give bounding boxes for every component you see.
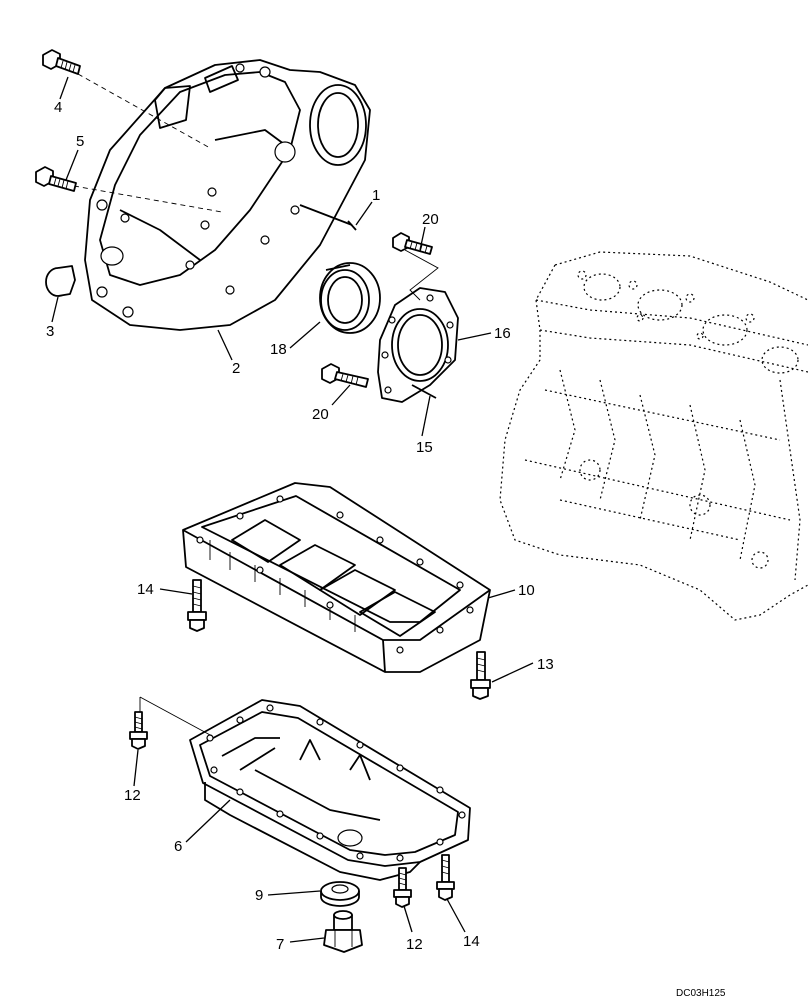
callout-13: 13 xyxy=(537,656,554,673)
callout-3: 3 xyxy=(46,323,54,340)
oil-seal-18 xyxy=(319,262,381,334)
bolt-19 xyxy=(392,232,439,301)
spacer-plate-10 xyxy=(182,482,491,673)
callout-12-upper: 12 xyxy=(124,787,141,804)
bolt-14-lower xyxy=(436,854,455,901)
callout-7: 7 xyxy=(276,936,284,953)
flywheel-housing xyxy=(73,59,371,331)
engine-block-reference xyxy=(499,251,808,621)
callout-14-lower: 14 xyxy=(463,933,480,950)
callout-10: 10 xyxy=(518,582,535,599)
bolt-12-upper xyxy=(129,711,148,750)
callout-9: 9 xyxy=(255,887,263,904)
washer-9 xyxy=(320,881,360,907)
callout-14-upper: 14 xyxy=(137,581,154,598)
callout-19: 20 xyxy=(422,211,439,228)
callout-16: 16 xyxy=(494,325,511,342)
callout-20: 20 xyxy=(312,406,329,423)
bolt-13 xyxy=(470,651,491,700)
callout-18: 18 xyxy=(270,341,287,358)
callout-12-lower: 12 xyxy=(406,936,423,953)
callout-4: 4 xyxy=(54,99,62,116)
callouts: 4 5 3 1 2 18 20 16 15 20 14 10 13 12 6 9… xyxy=(46,99,554,953)
plug-3 xyxy=(45,265,76,297)
drain-plug-7 xyxy=(323,910,363,953)
seal-retainer-16 xyxy=(377,287,459,403)
bolt-5 xyxy=(35,166,77,192)
leader-lines xyxy=(51,76,534,943)
callout-2: 2 xyxy=(232,360,240,377)
callout-15: 15 xyxy=(416,439,433,456)
callout-1: 1 xyxy=(372,187,380,204)
bolt-14-upper xyxy=(187,579,207,632)
bolt-12-lower xyxy=(393,867,412,908)
callout-6: 6 xyxy=(174,838,182,855)
bolt-20 xyxy=(321,363,369,388)
bolt-4 xyxy=(42,49,81,75)
oil-pan-6 xyxy=(139,696,471,881)
figure-code: DC03H125 xyxy=(676,988,726,999)
callout-5: 5 xyxy=(76,133,84,150)
